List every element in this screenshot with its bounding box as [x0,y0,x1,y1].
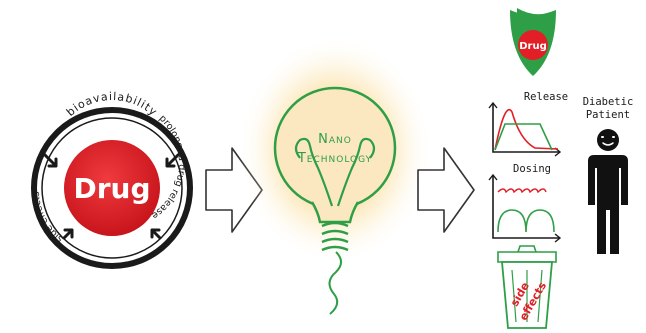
drug-ring-group: Drug bioavailability prolonged drug rele… [31,90,193,269]
patient-label-line1: Diabetic [583,96,634,108]
drug-core-label: Drug [73,172,150,205]
release-curve-green [494,123,553,151]
ring-arrow-bottom-right-icon [150,228,162,240]
nano-label-line2: Technology [297,151,372,166]
arrow-right-icon-2 [417,147,475,233]
shield-icon: Drug [510,8,556,76]
person-icon: Diabetic Patient [583,96,634,254]
drug-core [64,140,160,236]
ring-arrow-top-right-icon [165,153,180,168]
bulb-glass [273,86,397,210]
arrow-right-icon [205,147,263,233]
dosing-chart-icon: Dosing [488,163,562,243]
bulb-neck [310,201,360,224]
bulb-tail-wire [328,251,342,315]
ring-arrow-top-left-icon [43,153,58,168]
release-curve-red [494,109,559,151]
release-chart-icon: Release [488,91,568,157]
release-label: Release [524,91,568,103]
shield-label: Drug [519,41,547,52]
nano-label-line1: Nano [318,132,352,147]
patient-label-line2: Patient [586,109,630,121]
nano-bulb-group: Nano Technology [237,35,433,315]
bulb-filament-left [294,137,334,207]
dosing-curve-red [497,188,547,194]
dosing-curve-green [497,209,555,233]
trash-bin-icon: side effects [497,245,557,329]
bulb-base-coils [321,221,349,252]
drug-ring-inner [41,117,183,259]
bulb-filament-right [336,137,376,207]
ring-arrow-bottom-left-icon [62,228,74,240]
dosing-label: Dosing [513,163,551,175]
